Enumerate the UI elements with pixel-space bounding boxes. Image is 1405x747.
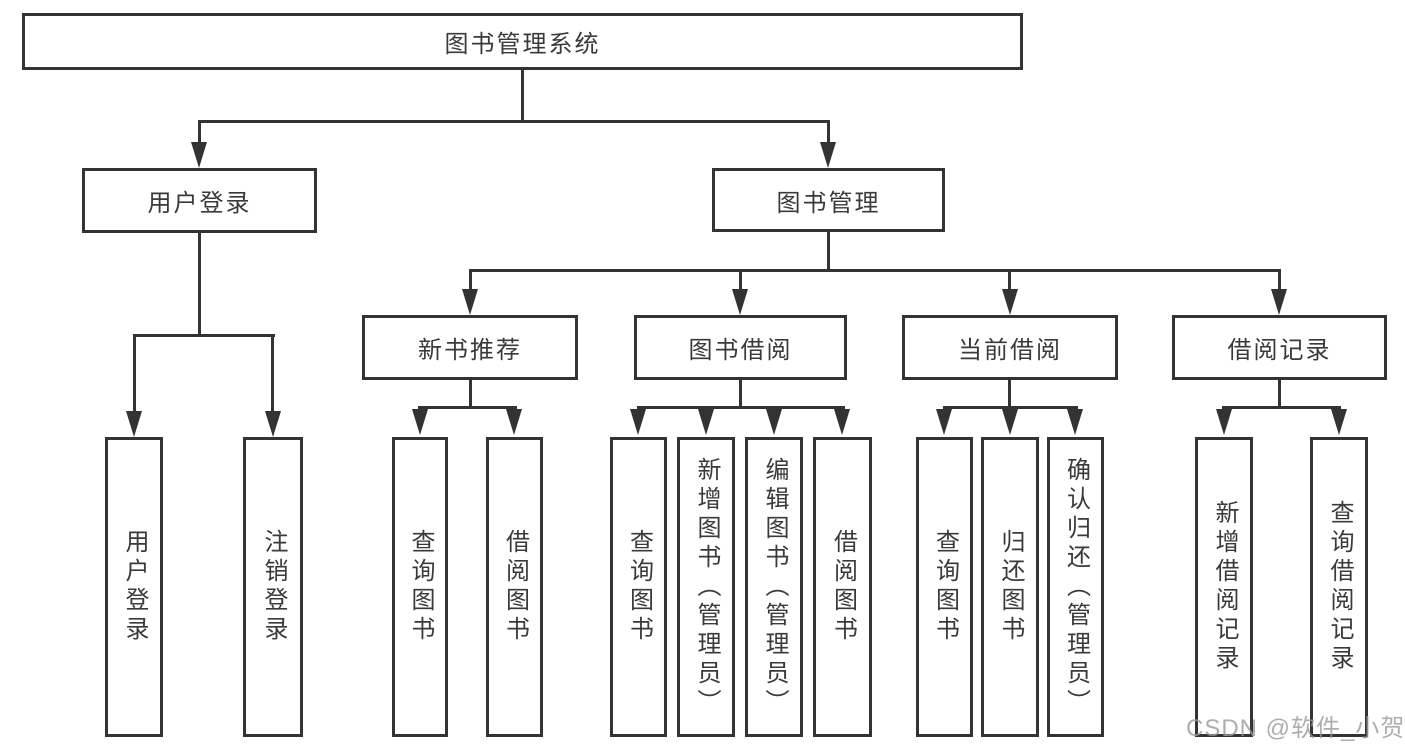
leaf-query-borrow-record: 查询借阅记录 <box>1310 437 1368 737</box>
connector-line <box>133 334 275 337</box>
leaf-borrow-books-1-label: 借阅图书 <box>501 529 529 645</box>
connector-line <box>1278 269 1281 291</box>
connector-line <box>198 120 830 123</box>
watermark: CSDN @软件_小贺同学 <box>1186 715 1405 742</box>
node-root: 图书管理系统 <box>22 13 1023 70</box>
connector-line <box>1008 380 1011 409</box>
arrow-down-icon <box>1216 409 1232 435</box>
node-current-borrowing-label: 当前借阅 <box>958 337 1062 364</box>
arrow-down-icon <box>1271 289 1287 315</box>
connector-line <box>469 269 472 291</box>
arrow-down-icon <box>265 411 281 437</box>
node-borrow-records-label: 借阅记录 <box>1227 337 1332 364</box>
leaf-query-books-1-label: 查询图书 <box>407 529 434 645</box>
arrow-down-icon <box>630 409 646 435</box>
leaf-borrow-books-1: 借阅图书 <box>486 437 543 737</box>
leaf-user-login: 用户登录 <box>105 437 163 737</box>
connector-line <box>827 232 830 272</box>
arrow-down-icon <box>412 409 428 435</box>
connector-line <box>271 334 274 411</box>
arrow-down-icon <box>462 289 478 315</box>
node-user-login-label: 用户登录 <box>147 190 252 217</box>
leaf-edit-books-admin: 编辑图书（管理员） <box>745 437 803 737</box>
arrow-down-icon <box>820 142 836 168</box>
leaf-user-login-label: 用户登录 <box>121 529 148 645</box>
node-book-management: 图书管理 <box>712 168 945 232</box>
connector-line <box>943 406 1078 409</box>
leaf-add-borrow-record: 新增借阅记录 <box>1195 437 1253 737</box>
leaf-add-books-admin: 新增图书（管理员） <box>677 437 735 737</box>
connector-line <box>469 380 472 409</box>
leaf-query-borrow-record-label: 查询借阅记录 <box>1326 500 1353 674</box>
leaf-logout: 注销登录 <box>243 437 303 737</box>
arrow-down-icon <box>1002 289 1018 315</box>
connector-line <box>198 120 201 148</box>
arrow-down-icon <box>506 409 522 435</box>
leaf-return-books-label: 归还图书 <box>997 529 1024 645</box>
leaf-add-borrow-record-label: 新增借阅记录 <box>1211 500 1238 674</box>
connector-line <box>198 233 201 336</box>
leaf-query-books-2: 查询图书 <box>610 437 667 737</box>
connector-line <box>1008 269 1011 291</box>
arrow-down-icon <box>698 409 714 435</box>
leaf-return-books: 归还图书 <box>981 437 1039 737</box>
leaf-logout-label: 注销登录 <box>260 529 287 645</box>
connector-line <box>133 334 136 411</box>
leaf-borrow-books-2: 借阅图书 <box>813 437 872 737</box>
node-book-management-label: 图书管理 <box>776 189 881 217</box>
leaf-query-books-1: 查询图书 <box>392 437 448 737</box>
connector-line <box>469 269 1281 272</box>
arrow-down-icon <box>766 409 782 435</box>
connector-line <box>418 406 517 409</box>
connector-line <box>521 70 524 123</box>
arrow-down-icon <box>936 409 952 435</box>
arrow-down-icon <box>1331 409 1347 435</box>
arrow-down-icon <box>191 142 207 168</box>
node-new-book-recommend: 新书推荐 <box>362 315 578 380</box>
connector-line <box>739 269 742 291</box>
node-borrow-records: 借阅记录 <box>1172 315 1387 380</box>
arrow-down-icon <box>126 411 142 437</box>
arrow-down-icon <box>1067 409 1083 435</box>
leaf-confirm-return-admin-label: 确认归还（管理员） <box>1062 456 1090 718</box>
arrow-down-icon <box>1002 409 1018 435</box>
node-book-borrowing-label: 图书借阅 <box>688 337 793 364</box>
node-root-label: 图书管理系统 <box>444 31 601 58</box>
connector-line <box>827 120 830 148</box>
connector-line <box>739 380 742 409</box>
connector-line <box>1222 406 1341 409</box>
node-new-book-recommend-label: 新书推荐 <box>418 337 522 364</box>
node-user-login: 用户登录 <box>82 168 317 233</box>
leaf-confirm-return-admin: 确认归还（管理员） <box>1047 437 1104 737</box>
leaf-query-books-3: 查询图书 <box>916 437 973 737</box>
leaf-query-books-2-label: 查询图书 <box>625 529 653 645</box>
arrow-down-icon <box>834 409 850 435</box>
leaf-borrow-books-2-label: 借阅图书 <box>829 529 857 645</box>
connector-line <box>637 406 845 409</box>
connector-line <box>1278 380 1281 409</box>
node-book-borrowing: 图书借阅 <box>634 315 847 380</box>
leaf-edit-books-admin-label: 编辑图书（管理员） <box>761 456 788 718</box>
leaf-query-books-3-label: 查询图书 <box>931 529 959 645</box>
leaf-add-books-admin-label: 新增图书（管理员） <box>693 456 720 718</box>
arrow-down-icon <box>732 289 748 315</box>
node-current-borrowing: 当前借阅 <box>902 315 1118 380</box>
